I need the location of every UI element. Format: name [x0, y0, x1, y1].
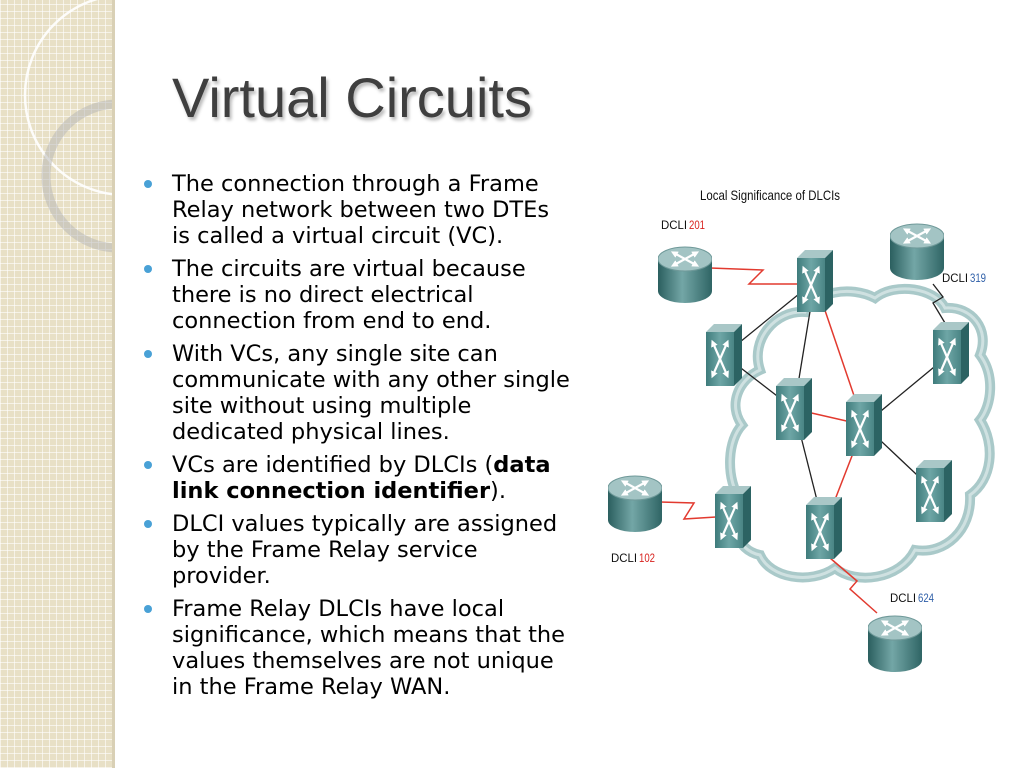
bullet-line: With VCs, any single site can: [172, 341, 498, 367]
router-icon: [890, 224, 944, 280]
dlci-label-prefix: DCLI: [942, 271, 968, 285]
dlci-label: DCLI 102: [611, 551, 655, 565]
bullet-line: Relay network between two DTEs: [172, 197, 550, 223]
diagram-title: Local Significance of DLCIs: [700, 187, 840, 203]
bullet-line: communicate with any other single: [172, 367, 570, 393]
bullet-list: The connection through a Frame Relay net…: [144, 171, 570, 707]
bullet-dot: [144, 461, 152, 469]
dlci-label-value: 319: [970, 271, 986, 285]
dlci-label-value: 624: [918, 591, 934, 605]
bullet-line: values themselves are not unique: [172, 648, 554, 674]
bullet-line: VCs are identified by DLCIs (data: [172, 452, 570, 478]
access-link: [932, 283, 946, 324]
frame-relay-switch-icon: [706, 324, 742, 386]
bullet-dot: [144, 350, 152, 358]
router-icon: [658, 247, 712, 303]
bullet-line: is called a virtual circuit (VC).: [172, 223, 504, 249]
decorative-circles: [23, 0, 112, 253]
bullet-line: The circuits are virtual because: [172, 256, 526, 282]
router-icon: [608, 476, 662, 532]
decorative-strip: [0, 0, 115, 768]
bullet-item: With VCs, any single site can communicat…: [144, 341, 570, 445]
bullet-line: DLCI values typically are assigned: [172, 511, 558, 537]
bullet-item: The circuits are virtual because there i…: [144, 256, 570, 334]
bullet-line: Frame Relay DLCIs have local: [172, 596, 505, 622]
bullet-item: DLCI values typically are assigned by th…: [144, 511, 570, 589]
router-icon: [868, 616, 922, 672]
decorative-ring: [41, 99, 112, 253]
bold-term: data: [493, 452, 551, 478]
dlci-label-prefix: DCLI: [890, 591, 916, 605]
bullet-text: ).: [490, 478, 506, 504]
frame-relay-diagram: Local Significance of DLCIs: [600, 187, 996, 690]
decorative-circle: [23, 0, 112, 196]
bullet-dot: [144, 265, 152, 273]
bullet-line: provider.: [172, 563, 271, 589]
bullet-line: there is no direct electrical: [172, 282, 474, 308]
frame-relay-switch-icon: [797, 250, 833, 312]
frame-relay-switch-icon: [916, 460, 952, 522]
bullet-line: dedicated physical lines.: [172, 419, 450, 445]
dlci-label-prefix: DCLI: [611, 551, 637, 565]
bullet-dot: [144, 520, 152, 528]
access-link: [709, 267, 798, 285]
dlci-label-value: 201: [689, 218, 705, 232]
frame-relay-switch-icon: [715, 486, 751, 548]
bullet-line: site without using multiple: [172, 393, 472, 419]
bold-term: link connection identifier: [172, 478, 491, 504]
bullet-line: link connection identifier).: [172, 478, 570, 504]
bullet-line: connection from end to end.: [172, 308, 492, 334]
access-link: [659, 501, 717, 520]
bullet-item: The connection through a Frame Relay net…: [144, 171, 570, 249]
access-link: [829, 557, 878, 614]
bullet-line: significance, which means that the: [172, 622, 566, 648]
bullet-dot: [144, 605, 152, 613]
bullet-line: The connection through a Frame: [172, 171, 539, 197]
slide-title: Virtual Circuits: [172, 66, 532, 129]
frame-relay-switch-icon: [846, 394, 882, 456]
bullet-text: VCs are identified by DLCIs (: [172, 452, 494, 478]
dlci-label: DCLI 624: [890, 591, 934, 605]
dlci-label: DCLI 201: [661, 218, 705, 232]
frame-relay-switch-icon: [933, 322, 969, 384]
bullet-item: Frame Relay DLCIs have local significanc…: [144, 596, 570, 700]
bullet-dot: [144, 180, 152, 188]
dlci-label-value: 102: [639, 551, 655, 565]
dlci-label-prefix: DCLI: [661, 218, 687, 232]
bullet-line: by the Frame Relay service: [172, 537, 478, 563]
frame-relay-switch-icon: [806, 497, 842, 559]
dlci-label: DCLI 319: [942, 271, 986, 285]
bullet-item: VCs are identified by DLCIs (data link c…: [144, 452, 570, 504]
frame-relay-switch-icon: [776, 378, 812, 440]
bullet-line: in the Frame Relay WAN.: [172, 674, 451, 700]
